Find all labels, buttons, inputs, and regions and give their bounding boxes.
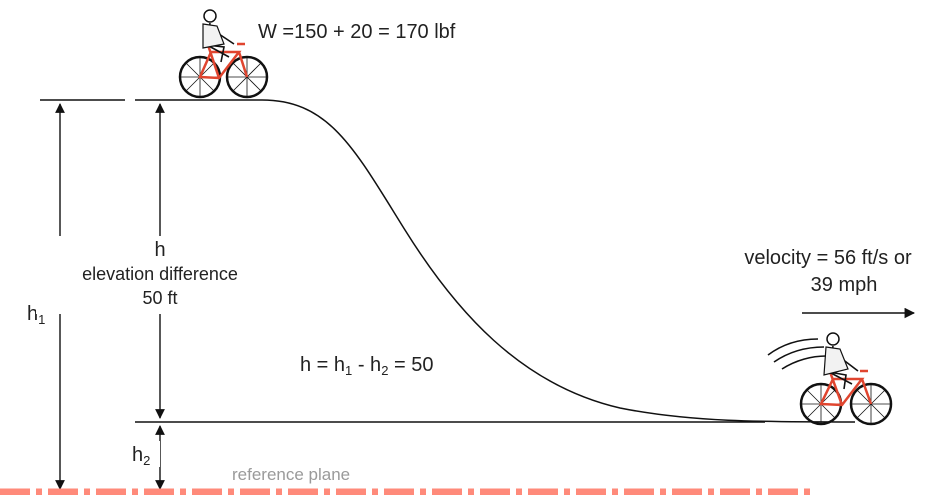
cyclist-top-icon bbox=[178, 9, 269, 99]
h2-label: h2 bbox=[132, 444, 150, 468]
weight-label: W =150 + 20 = 170 lbf bbox=[258, 21, 456, 43]
elevation-value: 50 ft bbox=[142, 288, 177, 308]
velocity-label-line2: 39 mph bbox=[811, 274, 878, 296]
h-symbol: h bbox=[154, 239, 165, 261]
h2-label-bg bbox=[130, 441, 160, 467]
reference-plane-label: reference plane bbox=[232, 465, 350, 484]
elevation-difference-label: elevation difference bbox=[82, 264, 238, 284]
motion-lines-icon bbox=[767, 338, 827, 370]
cyclist-bottom-icon bbox=[799, 332, 893, 426]
hill-curve bbox=[261, 99, 856, 423]
h-label-bg bbox=[36, 236, 286, 314]
h1-label: h1 bbox=[27, 303, 45, 327]
height-equation: h = h1 - h2 = 50 bbox=[300, 354, 433, 378]
velocity-label-line1: velocity = 56 ft/s or bbox=[744, 247, 912, 269]
